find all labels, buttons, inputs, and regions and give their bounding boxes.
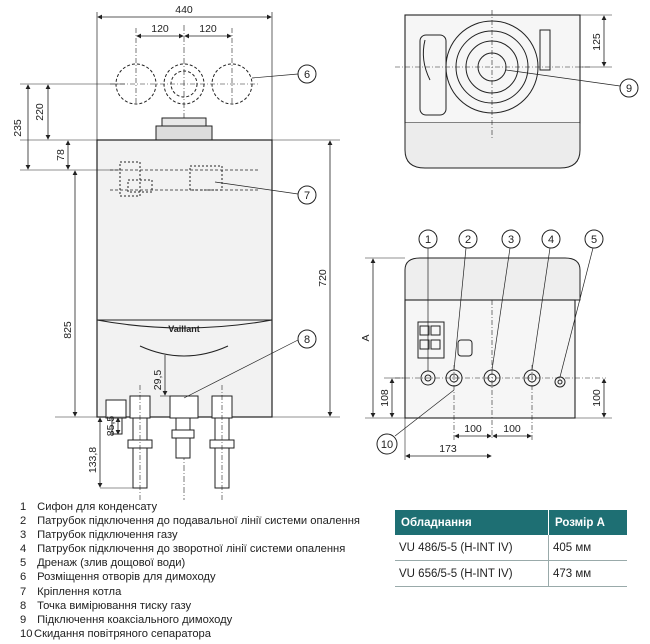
top-view: [395, 10, 621, 169]
technical-drawing: 440 120 120 235 220 78 825 720 29,5 85,5…: [12, 4, 639, 500]
legend-item: 6 Розміщення отворів для димоходу: [20, 571, 216, 584]
callout-7-label: 7: [304, 190, 310, 202]
callout-10-label: 10: [381, 439, 393, 451]
callout-3-label: 3: [508, 234, 514, 246]
dim-height-78: 78: [55, 149, 67, 161]
header-size-a: Розмір А: [547, 510, 627, 535]
legend-item: 1 Сифон для конденсату: [20, 501, 158, 513]
legend-item: 2 Патрубок підключення до подавальної лі…: [20, 515, 360, 528]
dim-spacing-right: 120: [199, 23, 217, 35]
legend-item: 5 Дренаж (злив дощової води): [20, 557, 186, 570]
dim-height-85-5: 85,5: [105, 416, 117, 437]
callout-2: [458, 229, 478, 249]
header-equipment: Обладнання: [395, 510, 549, 535]
dim-spacing-100-b: 100: [503, 423, 521, 435]
callout-5: [584, 229, 604, 249]
dim-height-720: 720: [317, 269, 329, 287]
dim-height-235: 235: [12, 119, 24, 137]
dim-width-440: 440: [175, 4, 193, 16]
callout-4-label: 4: [548, 234, 554, 246]
dim-spacing-100-a: 100: [464, 423, 482, 435]
dim-spacing-left: 120: [151, 23, 169, 35]
callout-4: [541, 229, 561, 249]
legend-item: 7 Кріплення котла: [20, 585, 122, 598]
equipment-cell: VU 656/5-5 (H-INT IV): [395, 560, 549, 587]
legend-item: 4 Патрубок підключення до зворотної ліні…: [20, 543, 346, 556]
dim-a: A: [360, 334, 372, 341]
dim-height-100: 100: [591, 389, 603, 407]
dim-height-29-5: 29,5: [152, 370, 164, 391]
legend-item: 9 Підключення коаксіального димоходу: [20, 613, 233, 626]
bottom-view: [365, 247, 612, 460]
legend-item: 3 Патрубок підключення газу: [20, 529, 178, 542]
dim-height-220: 220: [34, 103, 46, 121]
size-cell: 405 мм: [547, 535, 627, 561]
front-view: [20, 12, 340, 500]
size-cell: 473 мм: [547, 560, 627, 587]
brand-logo: Vaillant: [168, 324, 200, 334]
dim-height-125: 125: [591, 33, 603, 51]
callout-1-label: 1: [425, 234, 431, 246]
callout-8-label: 8: [304, 334, 310, 346]
callout-3: [501, 229, 521, 249]
spec-table: Обладнання Розмір А VU 486/5-5 (H-INT IV…: [395, 510, 627, 587]
callout-7: [297, 185, 317, 205]
spec-table-header: Обладнання Розмір А: [395, 510, 627, 535]
legend-item: 8 Точка вимірювання тиску газу: [20, 599, 192, 612]
callout-9-label: 9: [626, 83, 632, 95]
dim-height-108: 108: [379, 389, 391, 407]
callout-2-label: 2: [465, 234, 471, 246]
callout-6-label: 6: [304, 69, 310, 81]
table-row: VU 656/5-5 (H-INT IV) 473 мм: [395, 560, 627, 587]
callout-9: [619, 78, 639, 98]
callout-6: [297, 64, 317, 84]
callout-1: [418, 229, 438, 249]
callout-8: [297, 329, 317, 349]
equipment-cell: VU 486/5-5 (H-INT IV): [395, 535, 549, 561]
table-row: VU 486/5-5 (H-INT IV) 405 мм: [395, 535, 627, 561]
dim-height-825: 825: [62, 321, 74, 339]
dim-height-133-8: 133,8: [87, 447, 99, 473]
callout-10: [376, 433, 398, 455]
dim-width-173: 173: [439, 443, 457, 455]
legend: 1 Сифон для конденсату 2 Патрубок підклю…: [20, 500, 390, 641]
callout-5-label: 5: [591, 234, 597, 246]
